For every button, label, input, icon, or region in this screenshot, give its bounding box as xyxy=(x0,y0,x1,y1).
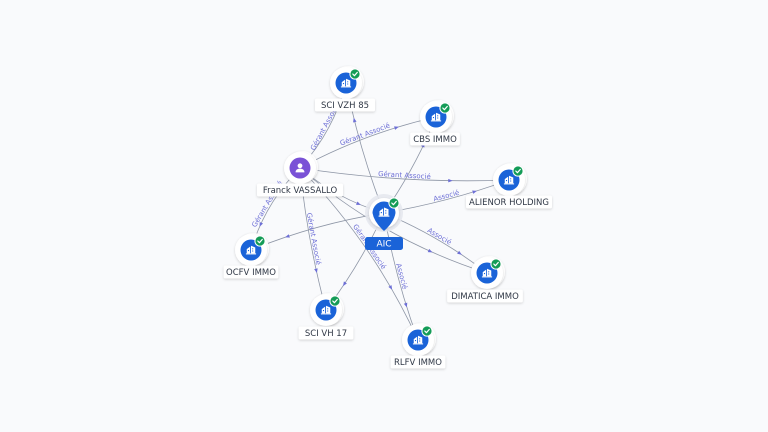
center-label-box xyxy=(365,237,403,250)
verified-check-icon xyxy=(349,68,361,80)
edge-label: Gérant Associé xyxy=(339,122,391,148)
building-icon xyxy=(430,112,442,122)
node-label: OCFV IMMO xyxy=(226,268,276,278)
edge-arrow xyxy=(342,281,347,287)
building-icon xyxy=(378,207,390,217)
edge-label: Associé xyxy=(426,226,453,246)
node-label-box xyxy=(257,183,343,197)
person-icon xyxy=(295,163,305,173)
center-layer: AIC xyxy=(365,194,403,250)
center-node-aic[interactable]: AIC xyxy=(365,194,403,250)
building-icon xyxy=(503,175,515,185)
node-label: SCI VZH 85 xyxy=(321,101,369,111)
node-sci-vzh-85[interactable]: SCI VZH 85 xyxy=(315,66,375,112)
edge-arrow xyxy=(457,250,462,255)
verified-check-icon xyxy=(254,235,266,247)
edge-arrow xyxy=(388,285,393,290)
node-dimatica-immo[interactable]: DIMATICA IMMO xyxy=(447,256,523,303)
center-label: AIC xyxy=(376,240,391,250)
node-rlfv-immo[interactable]: RLFV IMMO xyxy=(390,323,446,369)
node-label-box xyxy=(447,289,523,303)
edge-label: Gérant Associé xyxy=(378,170,431,181)
node-ocfv-immo[interactable]: OCFV IMMO xyxy=(223,233,279,279)
edge-label: Gérant Associé xyxy=(305,212,322,265)
node-label: DIMATICA IMMO xyxy=(451,292,519,302)
verified-check-icon xyxy=(329,295,341,307)
edge-label: Associé xyxy=(394,263,409,291)
edge-arrow xyxy=(394,126,399,130)
node-label-box xyxy=(390,355,446,369)
edge-arrow xyxy=(427,248,433,253)
node-label: Franck VASSALLO xyxy=(263,186,338,196)
node-label: ALIENOR HOLDING xyxy=(469,198,549,208)
nodes-layer: SCI VZH 85 CBS IMMO ALIENOR HOLDING DIMATIC… xyxy=(223,66,552,369)
edge-arrow xyxy=(353,117,357,123)
verified-check-icon xyxy=(512,165,524,177)
building-icon xyxy=(245,245,257,255)
verified-check-icon xyxy=(439,102,451,114)
edge-arrow xyxy=(259,221,264,227)
edge-arrow xyxy=(314,268,318,274)
building-icon xyxy=(412,335,424,345)
node-franck-vassallo[interactable]: Franck VASSALLO xyxy=(257,151,343,197)
edge-arrow xyxy=(285,234,290,238)
node-label-box xyxy=(315,98,375,112)
edge-franck-vassallo-to-alienor-holding xyxy=(299,167,510,182)
edge-label: Associé xyxy=(433,189,461,203)
building-icon xyxy=(320,305,332,315)
edge-arrow xyxy=(448,178,453,183)
node-label-box xyxy=(410,132,460,146)
node-label-box xyxy=(223,265,279,279)
building-icon xyxy=(340,78,352,88)
edge-arrow xyxy=(472,190,477,194)
building-icon xyxy=(481,268,493,278)
verified-check-icon xyxy=(388,197,400,209)
node-label-box xyxy=(466,195,552,209)
verified-check-icon xyxy=(490,258,502,270)
node-alienor-holding[interactable]: ALIENOR HOLDING xyxy=(466,163,552,209)
verified-check-icon xyxy=(421,325,433,337)
node-label: CBS IMMO xyxy=(413,135,457,145)
node-label: RLFV IMMO xyxy=(394,358,442,368)
node-label-box xyxy=(298,326,354,340)
node-label: SCI VH 17 xyxy=(305,329,347,339)
node-sci-vh-17[interactable]: SCI VH 17 xyxy=(298,293,354,340)
edge-arrow xyxy=(356,201,361,205)
node-cbs-immo[interactable]: CBS IMMO xyxy=(410,100,460,146)
edge-arrow xyxy=(403,302,408,308)
